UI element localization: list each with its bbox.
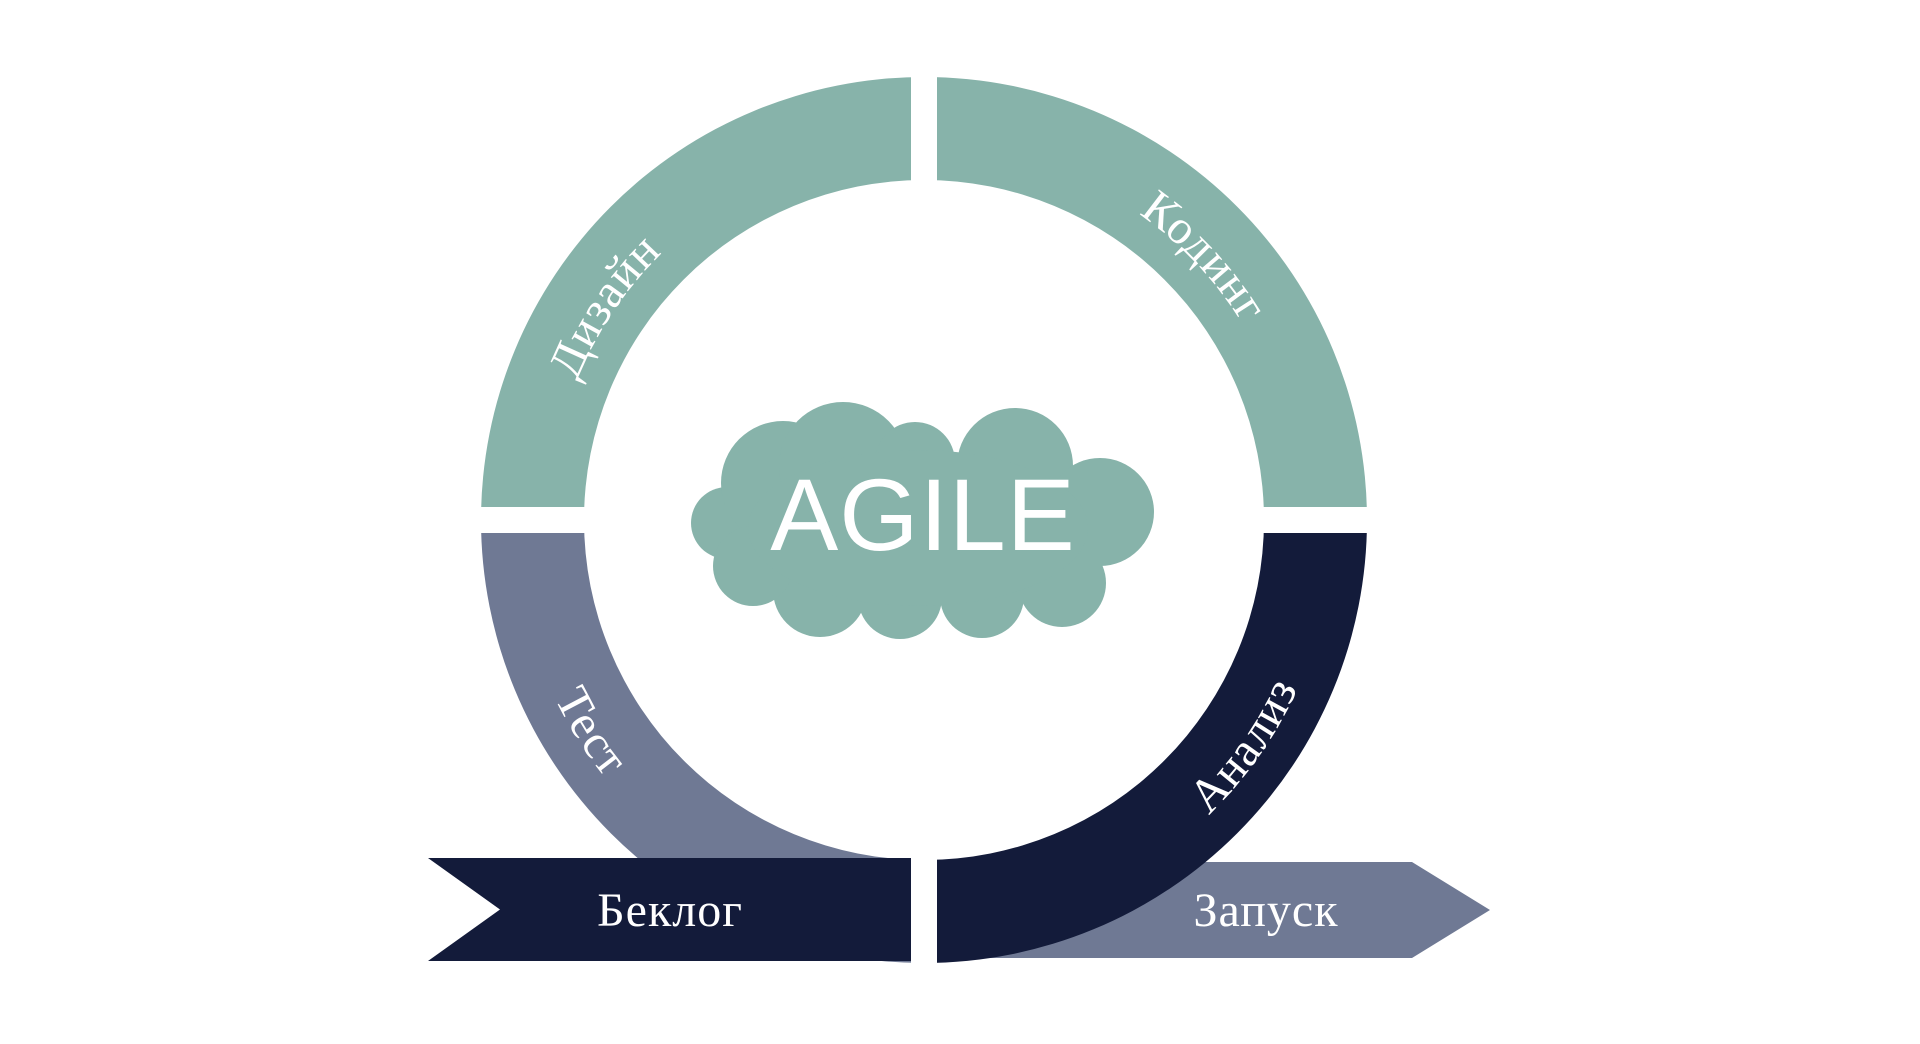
- ring-gap-left: [468, 507, 596, 533]
- banner-launch-label: Запуск: [1193, 884, 1338, 937]
- center-agile-label: AGILE: [770, 458, 1075, 572]
- banner-backlog-label: Беклог: [597, 884, 743, 937]
- phase-analysis-arc: [924, 520, 1367, 963]
- ring-gap-right: [1252, 507, 1380, 533]
- ring-gap-bottom: [911, 848, 937, 976]
- banner-backlog-shape: [428, 858, 912, 961]
- ring-gap-top: [911, 60, 937, 192]
- ring-gaps: [468, 60, 1380, 976]
- phase-coding-arc: [924, 77, 1367, 520]
- phase-testing-arc: [481, 520, 924, 963]
- agile-cloud-shape: [691, 402, 1154, 639]
- phase-design-arc: [481, 77, 924, 520]
